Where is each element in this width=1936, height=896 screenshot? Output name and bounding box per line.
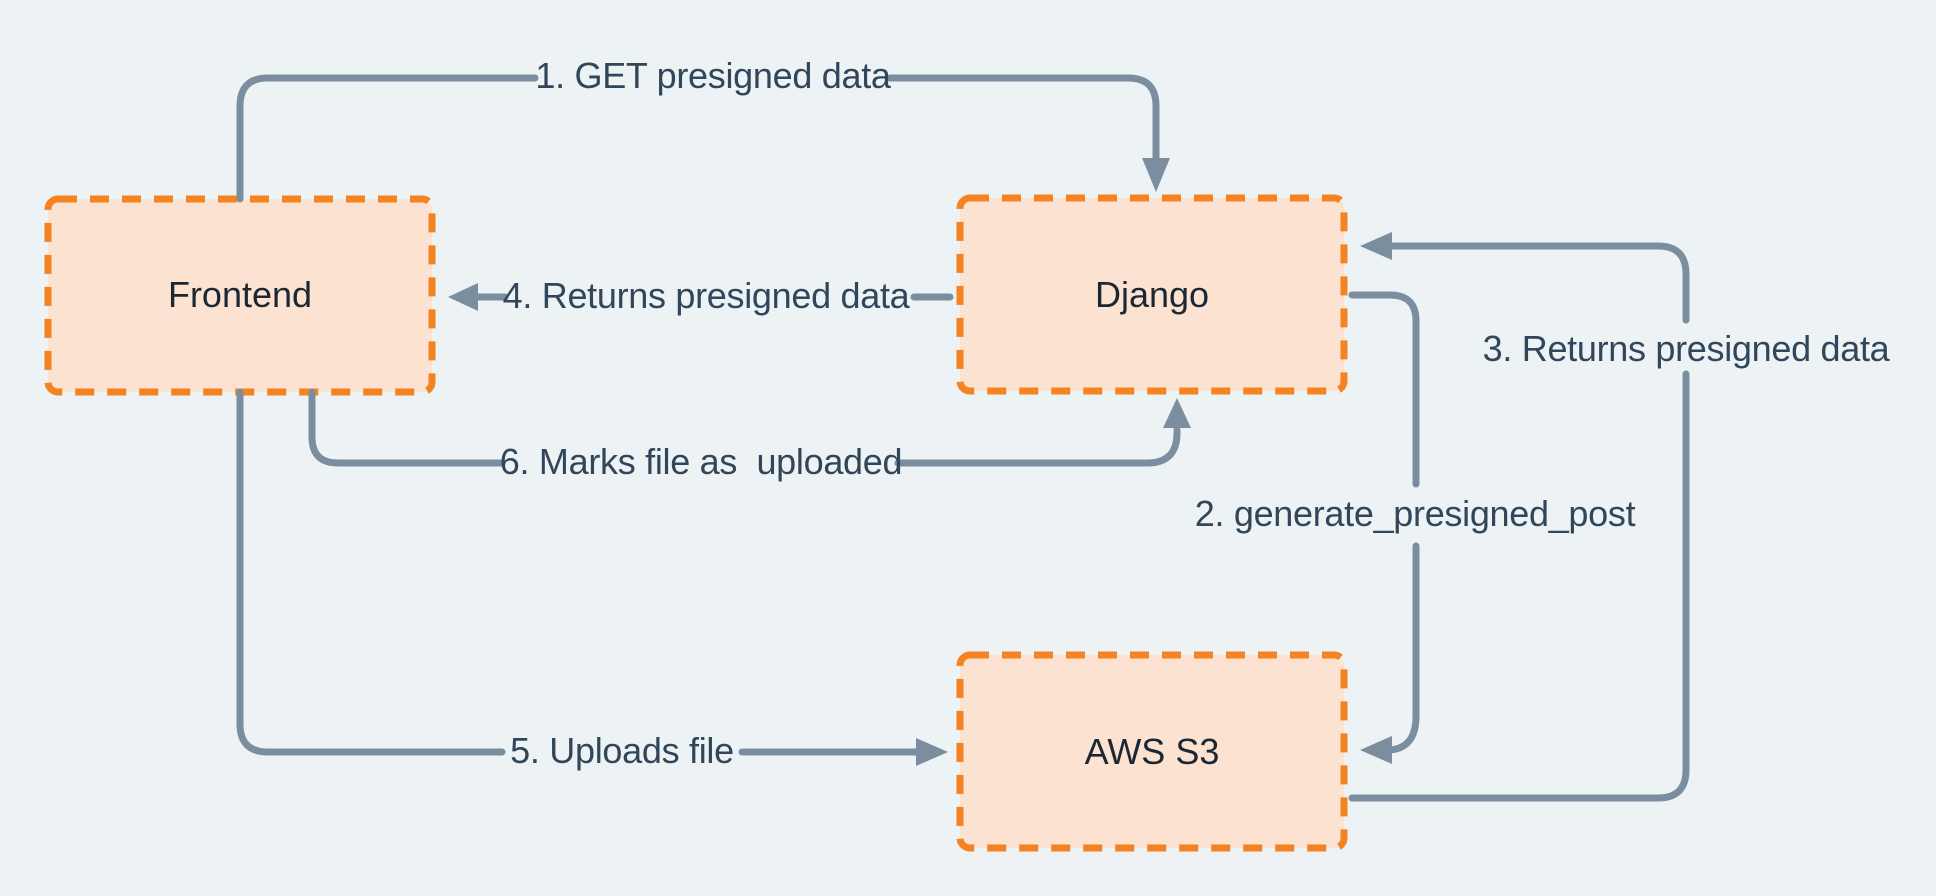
arrow-5-arrowhead-right-icon (916, 738, 948, 766)
arrow-5-label: 5. Uploads file (510, 730, 734, 771)
arrow-3-label: 3. Returns presigned data (1482, 328, 1890, 369)
arrow-3-line-end (1388, 242, 1690, 324)
frontend-node-label: Frontend (167, 274, 313, 315)
arrow-6-line-end (894, 426, 1181, 467)
arrow-3-line-start (1348, 370, 1690, 802)
arrow-4-label: 4. Returns presigned data (502, 275, 910, 316)
arrow-1-line-start (236, 74, 539, 203)
arrow-3-arrowhead-left-icon (1360, 232, 1392, 260)
arrow-2-label: 2. generate_presigned_post (1194, 493, 1636, 534)
aws-s3-node-label: AWS S3 (1084, 731, 1220, 772)
arrow-1-line-end (886, 74, 1160, 164)
arrow-1-label: 1. GET presigned data (535, 55, 891, 96)
arrow-2-line-start (1348, 291, 1420, 488)
django-node-box (956, 194, 1348, 395)
arrow-6-label: 6. Marks file as uploaded (499, 441, 903, 482)
django-node-label: Django (1094, 274, 1210, 315)
arrow-1-arrowhead-down-icon (1142, 158, 1170, 192)
aws-s3-node-box (956, 651, 1348, 852)
arrow-2-arrowhead-left-icon (1360, 736, 1392, 764)
arrow-5-line-start (236, 388, 506, 756)
arrow-6-arrowhead-up-icon (1163, 398, 1191, 428)
arrow-4-arrowhead-left-icon (448, 283, 478, 311)
arrow-6-line-start (308, 388, 506, 467)
arrow-2-line-end (1386, 542, 1420, 754)
